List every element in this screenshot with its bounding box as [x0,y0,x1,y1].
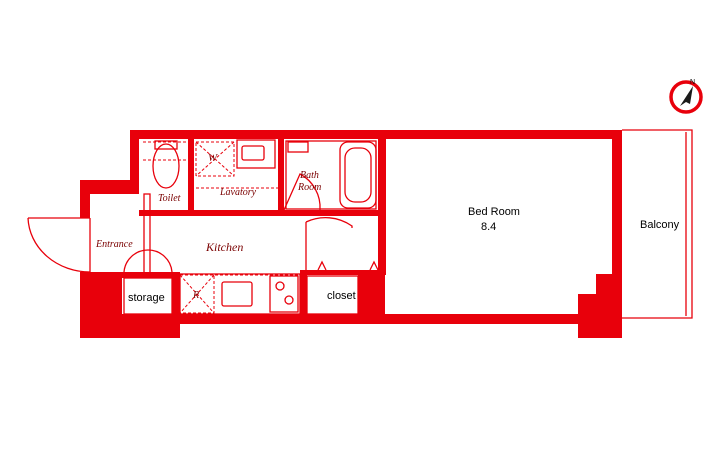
wall-bath-bedroom [378,139,386,275]
room-labels: Toilet W Lavatory Bath Room Entrance Kit… [95,152,680,304]
wall-storage-right [172,274,180,320]
stove-box [269,275,299,313]
wall-kitchen-closet [300,270,307,320]
bath-shelf [287,141,309,153]
wall-step-top [80,180,139,194]
label-storage: storage [128,292,165,304]
compass-letter: N [690,79,695,86]
sink-basin [241,145,265,161]
label-toilet: Toilet [158,193,181,204]
label-bath-2: Room [297,182,321,193]
sink-counter [236,139,276,169]
wall-left-upper [130,130,139,182]
label-lavatory: Lavatory [219,187,257,198]
wall-wet-bottom [139,210,385,216]
bathtub-outer [339,141,377,209]
entrance-partition [143,193,151,275]
label-washer: W [208,152,218,164]
wall-right-notch [578,274,612,338]
wall-storage-top [122,272,180,278]
bath-door [283,173,321,211]
closet-box [306,275,359,315]
entrance-step-door [123,249,173,273]
label-bedroom: Bed Room [468,206,520,218]
label-balcony: Balcony [640,219,680,231]
label-kitchen: Kitchen [205,240,243,254]
walls [80,130,622,338]
refrigerator-cross [179,274,215,314]
north-arrow-icon: N [669,79,703,114]
bedroom-door [305,217,353,270]
closet-door-marks [317,260,379,271]
wall-left-entrance [80,180,90,218]
washer-box [195,141,235,177]
balcony-outline [622,129,693,319]
wall-closet-top [300,270,385,275]
wall-top [130,130,622,139]
wall-bottom-left [80,314,180,338]
toilet-dashes [143,141,186,161]
entrance-door [27,217,91,273]
wall-bottom [80,314,622,324]
fixtures [27,129,693,319]
wall-toilet-right [188,139,194,215]
wall-closet-right [358,270,385,320]
label-bedroom-size: 8.4 [481,221,496,233]
toilet-tank [154,140,178,150]
label-refrigerator: R [192,290,199,301]
label-closet: closet [327,290,356,302]
washer-cross [195,141,235,177]
label-entrance: Entrance [95,239,133,250]
storage-box [123,277,173,315]
kitchen-sink [221,281,253,307]
wall-lavatory-right [278,139,284,215]
stove-burner-1 [275,281,285,291]
toilet-bowl [152,143,180,189]
stove-burner-2 [284,295,294,305]
bathtub-inner [344,147,372,203]
wall-entrance-bottom [86,272,126,278]
wall-right [612,130,622,338]
label-bath-1: Bath [300,170,319,181]
